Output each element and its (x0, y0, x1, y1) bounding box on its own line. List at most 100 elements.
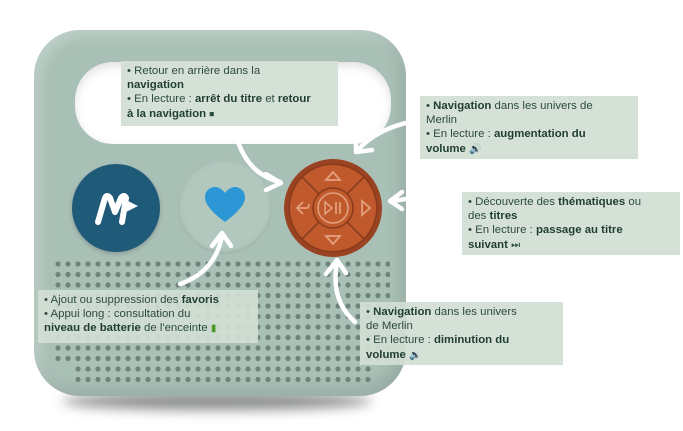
dpad-up-button[interactable] (300, 163, 366, 210)
grille-hole (365, 282, 371, 288)
grille-hole (365, 271, 371, 278)
grille-hole (345, 376, 351, 383)
grille-hole (65, 261, 71, 267)
grille-hole (325, 334, 331, 341)
grille-hole (355, 324, 361, 330)
merlin-button[interactable] (72, 164, 160, 252)
grille-hole (345, 261, 351, 267)
grille-hole (275, 271, 281, 278)
dpad (284, 159, 382, 257)
grille-hole (175, 355, 181, 362)
grille-hole (175, 376, 181, 383)
grille-hole (345, 345, 351, 351)
grille-hole (205, 271, 211, 278)
dpad-down-button[interactable] (300, 206, 366, 253)
grille-hole (305, 324, 311, 330)
grille-hole (75, 261, 81, 267)
grille-hole (85, 355, 91, 362)
grille-hole (135, 376, 141, 383)
grille-hole (325, 292, 331, 299)
grille-hole (265, 376, 271, 383)
grille-hole (225, 345, 231, 351)
grille-hole (135, 261, 141, 267)
grille-hole (265, 282, 271, 288)
grille-hole (195, 282, 201, 288)
dpad-play-pause-button[interactable] (312, 187, 354, 229)
grille-hole (215, 366, 221, 372)
grille-hole (215, 271, 221, 278)
grille-hole (235, 271, 241, 278)
grille-hole (305, 303, 311, 309)
grille-hole (85, 376, 91, 383)
grille-hole (215, 345, 221, 351)
grille-hole (295, 292, 301, 299)
grille-hole (355, 303, 361, 309)
grille-hole (315, 345, 321, 351)
grille-hole (295, 324, 301, 330)
grille-hole (155, 355, 161, 362)
callout-down: • Navigation dans les univers de Merlin … (360, 302, 563, 365)
grille-hole (115, 271, 121, 278)
grille-hole (335, 355, 341, 362)
grille-hole (315, 355, 321, 362)
grille-hole (215, 355, 221, 362)
grille-hole (95, 261, 101, 267)
grille-hole (255, 366, 261, 372)
grille-hole (315, 334, 321, 341)
grille-hole (225, 376, 231, 383)
grille-hole (85, 366, 91, 372)
grille-hole (265, 366, 271, 372)
grille-hole (125, 345, 131, 351)
grille-hole (375, 292, 381, 299)
grille-hole (305, 313, 311, 320)
grille-hole (155, 282, 161, 288)
speaker-shadow (62, 392, 372, 410)
grille-hole (135, 282, 141, 288)
grille-hole (135, 366, 141, 372)
grille-hole (85, 345, 91, 351)
grille-hole (305, 282, 311, 288)
grille-hole (145, 282, 151, 288)
grille-hole (355, 282, 361, 288)
grille-hole (285, 366, 291, 372)
grille-hole (295, 376, 301, 383)
grille-hole (155, 261, 161, 267)
grille-hole (75, 271, 81, 278)
grille-hole (335, 376, 341, 383)
grille-hole (245, 261, 251, 267)
grille-hole (345, 282, 351, 288)
grille-hole (75, 355, 81, 362)
stop-icon: ⏹ (209, 108, 215, 120)
grille-hole (265, 313, 271, 320)
grille-hole (245, 271, 251, 278)
grille-hole (245, 376, 251, 383)
merlin-logo-icon (95, 193, 138, 225)
grille-hole (315, 292, 321, 299)
grille-hole (255, 271, 261, 278)
grille-hole (285, 324, 291, 330)
dpad-back-button[interactable] (288, 175, 335, 241)
grille-hole (65, 345, 71, 351)
grille-hole (325, 261, 331, 267)
grille-hole (215, 261, 221, 267)
grille-hole (255, 355, 261, 362)
dpad-right-button[interactable] (331, 175, 378, 241)
grille-hole (325, 303, 331, 309)
grille-hole (95, 282, 101, 288)
grille-hole (115, 355, 121, 362)
grille-hole (265, 324, 271, 330)
grille-hole (315, 324, 321, 330)
grille-hole (315, 261, 321, 267)
grille-hole (315, 376, 321, 383)
grille-hole (135, 271, 141, 278)
play-icon (324, 200, 334, 216)
grille-hole (235, 261, 241, 267)
grille-hole (305, 355, 311, 362)
grille-hole (355, 366, 361, 372)
grille-hole (245, 282, 251, 288)
grille-hole (265, 292, 271, 299)
grille-hole (355, 292, 361, 299)
grille-hole (105, 271, 111, 278)
grille-hole (145, 271, 151, 278)
down-arrow-icon (324, 235, 342, 246)
